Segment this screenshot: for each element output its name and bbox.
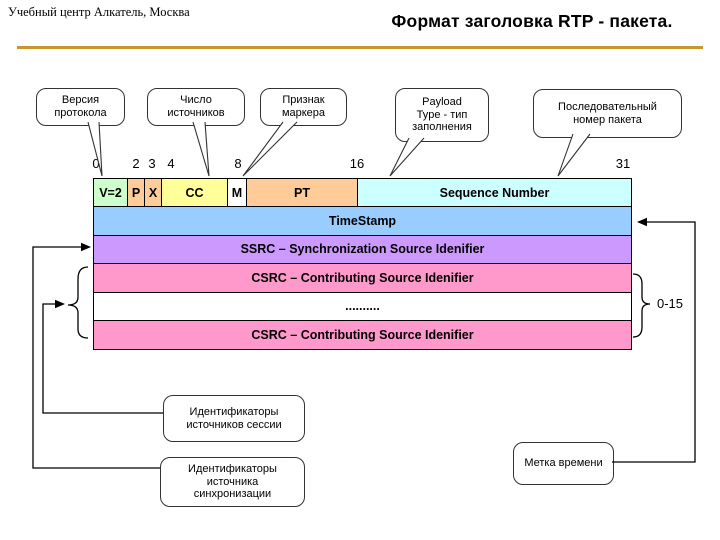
bit-label-16: 16: [349, 156, 365, 171]
title-rule: [17, 46, 703, 49]
row-ssrc: SSRC – Synchronization Source Idenifier: [94, 235, 631, 265]
row-timestamp: TimeStamp: [94, 207, 631, 236]
bit-label-2: 2: [132, 156, 140, 171]
row-csrc-1: CSRC – Contributing Source Idenifier: [94, 264, 631, 293]
field-p: P: [128, 179, 145, 207]
callout-sources-count: Число источников: [147, 88, 245, 126]
row-ssrc-label: SSRC – Synchronization Source Idenifier: [240, 242, 485, 257]
bit-label-4: 4: [167, 156, 175, 171]
arrow-left-icon: [637, 217, 647, 227]
callout-sequence-number: Последовательный номер пакета: [533, 89, 682, 138]
bit-label-0: 0: [92, 156, 100, 171]
callout-version-protocol: Версия протокола: [36, 88, 125, 126]
page-title: Формат заголовка RTP - пакета.: [391, 11, 673, 31]
right-brace-icon: [632, 273, 651, 338]
callout-payload-type: Payload Type - тип заполнения: [395, 88, 489, 142]
row-dots-label: ..........: [345, 299, 380, 314]
row-csrc-2: CSRC – Contributing Source Idenifier: [94, 320, 631, 350]
row-csrc-1-label: CSRC – Contributing Source Idenifier: [251, 270, 474, 285]
arrow-right-icon: [81, 242, 91, 252]
tail-sources-count-icon: [192, 121, 210, 177]
left-brace-icon: [67, 266, 89, 339]
bit-label-31: 31: [615, 156, 631, 171]
field-sequence-number: Sequence Number: [358, 179, 631, 207]
tail-payload-icon: [389, 137, 425, 177]
row-timestamp-label: TimeStamp: [328, 214, 397, 229]
bit-label-8: 8: [234, 156, 242, 171]
table-row-fields: V=2 P X CC M PT Sequence Number: [94, 179, 631, 208]
note-timestamp: Метка времени: [513, 442, 614, 485]
note-sync-identifier: Идентификаторы источника синхронизации: [160, 457, 305, 507]
field-pt: PT: [247, 179, 358, 207]
arrow-right-icon: [55, 299, 65, 309]
row-csrc-2-label: CSRC – Contributing Source Idenifier: [251, 328, 474, 343]
bit-label-3: 3: [148, 156, 156, 171]
csrc-range-label: 0-15: [657, 296, 684, 311]
field-x: X: [145, 179, 162, 207]
org-label: Учебный центр Алкатель, Москва: [8, 5, 190, 19]
field-v2: V=2: [94, 179, 128, 207]
tail-seqnum-icon: [557, 133, 591, 177]
field-cc: CC: [162, 179, 228, 207]
row-dots: ..........: [94, 292, 631, 321]
note-session-identifiers: Идентификаторы источников сессии: [163, 395, 305, 442]
field-m: M: [228, 179, 247, 207]
rtp-header-table: V=2 P X CC M PT Sequence Number TimeStam…: [93, 178, 632, 351]
callout-marker-flag: Признак маркера: [260, 88, 347, 126]
tail-marker-icon: [242, 121, 298, 177]
